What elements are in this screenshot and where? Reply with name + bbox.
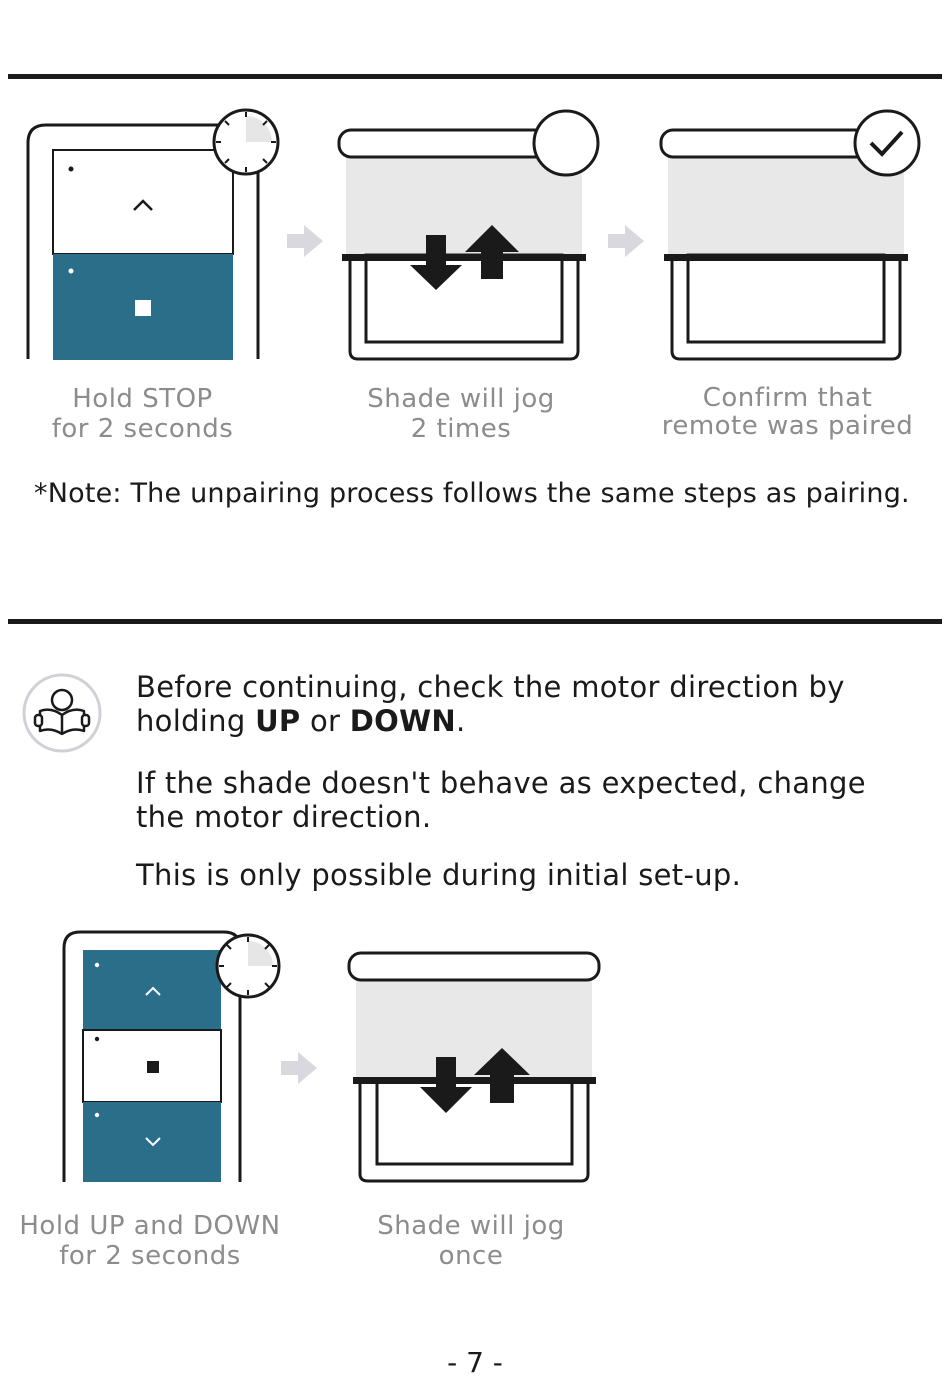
section-divider-middle xyxy=(8,619,942,624)
info-paragraph-check-direction: Before continuing, check the motor direc… xyxy=(136,670,845,738)
step-caption-hold-up-down: Hold UP and DOWN for 2 seconds xyxy=(19,1211,281,1271)
info-paragraph-change-direction: If the shade doesn't behave as expected,… xyxy=(136,766,866,834)
remote-down-button xyxy=(83,1102,221,1182)
timer-clock-icon xyxy=(212,108,280,176)
page-number: - 7 - xyxy=(447,1346,503,1379)
arrow-down-icon xyxy=(410,235,462,290)
shade-paired-figure xyxy=(659,109,921,361)
stop-square-icon xyxy=(147,1061,159,1073)
empty-status-circle-icon xyxy=(532,109,600,177)
step-caption-jog-twice: Shade will jog 2 times xyxy=(367,384,555,444)
chevron-down-icon xyxy=(145,1137,161,1147)
step-caption-hold-stop: Hold STOP for 2 seconds xyxy=(51,384,234,444)
step-caption-jog-once: Shade will jog once xyxy=(377,1211,565,1271)
checkmark-icon xyxy=(869,130,904,157)
remote-hold-stop-figure xyxy=(26,108,280,360)
timer-clock-icon xyxy=(215,933,281,999)
book-reader-icon xyxy=(22,673,102,753)
step-arrow-icon xyxy=(287,225,323,257)
step-arrow-icon xyxy=(608,225,644,257)
shade-jog-twice-figure xyxy=(337,109,600,361)
chevron-up-icon xyxy=(133,199,153,211)
stop-square-icon xyxy=(135,300,151,316)
unpairing-note: *Note: The unpairing process follows the… xyxy=(34,478,910,509)
arrow-down-icon xyxy=(420,1057,472,1113)
remote-hold-up-down-figure xyxy=(62,930,281,1182)
arrow-up-icon xyxy=(474,1048,530,1103)
chevron-up-icon xyxy=(145,986,161,996)
step-caption-confirm: Confirm that remote was paired xyxy=(661,383,914,441)
arrow-up-icon xyxy=(465,225,519,279)
section-divider-top xyxy=(8,74,942,79)
shade-jog-once-figure xyxy=(347,951,601,1183)
info-paragraph-setup-only: This is only possible during initial set… xyxy=(136,858,742,892)
step-arrow-icon xyxy=(281,1052,317,1084)
